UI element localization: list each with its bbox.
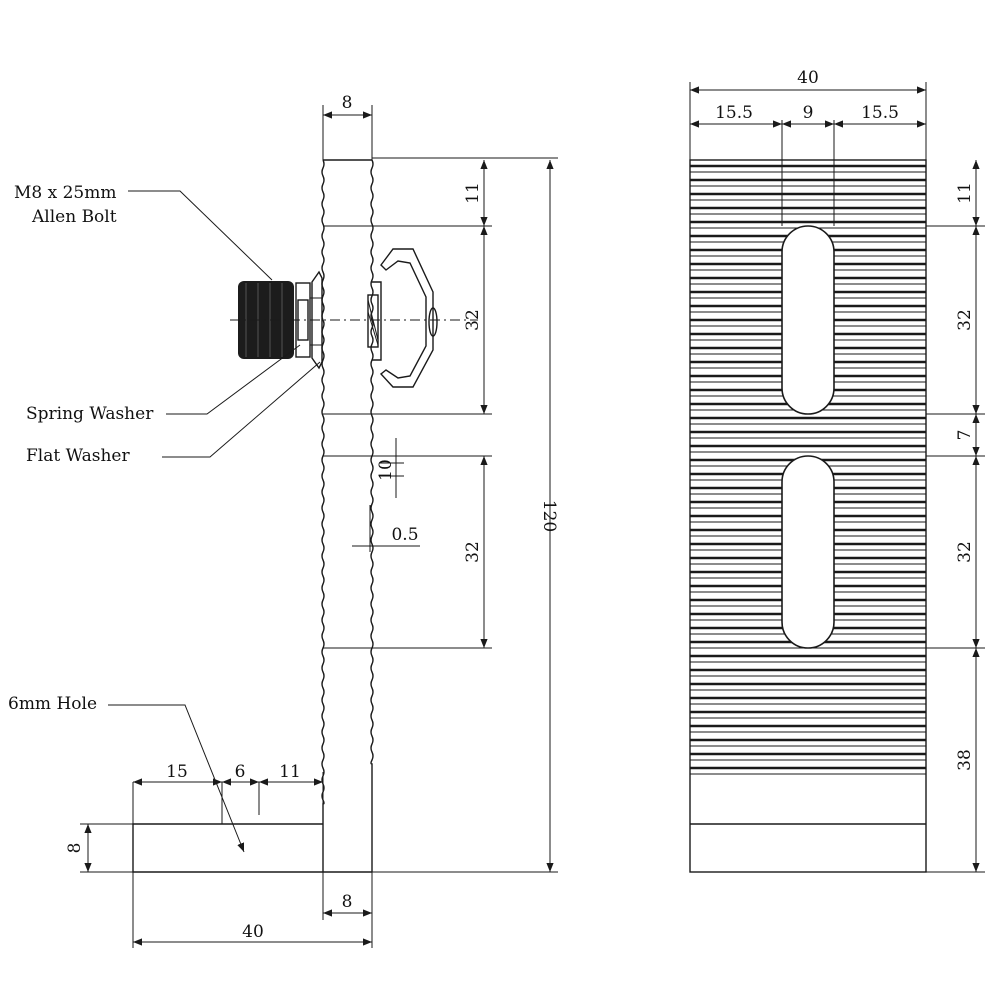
label-spring-washer: Spring Washer [26, 404, 154, 424]
dim-front-7: 7 [955, 430, 975, 441]
label-hole: 6mm Hole [8, 694, 97, 714]
dim-top-width: 8 [342, 93, 353, 113]
dim-front-right-margin: 15.5 [861, 103, 899, 123]
label-bolt-line2: Allen Bolt [31, 207, 117, 227]
leader-bolt [128, 190, 273, 281]
dim-front-slot-width: 9 [803, 103, 814, 123]
dim-side-32-upper: 32 [463, 309, 483, 331]
slot-upper [781, 225, 835, 415]
plate-right-serrated-edge [370, 159, 374, 872]
label-bolt-line1: M8 x 25mm [14, 183, 117, 203]
dim-front-32-upper: 32 [955, 309, 975, 331]
leader-spring-washer [166, 344, 301, 415]
dim-front-32-lower: 32 [955, 541, 975, 563]
front-view: 40 15.5 9 15.5 11 32 7 32 38 [689, 68, 985, 873]
dim-base-15: 15 [166, 762, 188, 782]
t-nut-profile [379, 248, 434, 388]
dim-side-10: 10 [376, 459, 396, 481]
dim-base-length: 40 [242, 922, 264, 942]
dim-front-left-margin: 15.5 [715, 103, 753, 123]
dim-base-11: 11 [279, 762, 301, 782]
dim-side-32-lower: 32 [463, 541, 483, 563]
flat-washer-icon [311, 270, 323, 370]
leader-flat-washer [162, 361, 321, 458]
dim-bottom-width: 8 [342, 892, 353, 912]
dim-base-6: 6 [235, 762, 246, 782]
dim-side-0-5: 0.5 [391, 525, 418, 545]
label-flat-washer: Flat Washer [26, 446, 130, 466]
base-foot-outline [132, 823, 372, 873]
plate-left-serrated-edge [321, 159, 325, 872]
nut-bore [428, 307, 438, 337]
dim-front-11: 11 [955, 182, 975, 204]
dim-front-38: 38 [955, 749, 975, 771]
slot-lower [781, 455, 835, 649]
dim-base-thickness: 8 [65, 843, 85, 854]
side-view: 8 11 32 32 120 10 0.5 15 6 11 8 8 [8, 93, 559, 948]
dim-side-120: 120 [539, 500, 559, 532]
leader-hole [108, 704, 245, 853]
dim-side-11: 11 [463, 182, 483, 204]
dim-front-total-width: 40 [797, 68, 819, 88]
front-ridges [690, 164, 926, 775]
